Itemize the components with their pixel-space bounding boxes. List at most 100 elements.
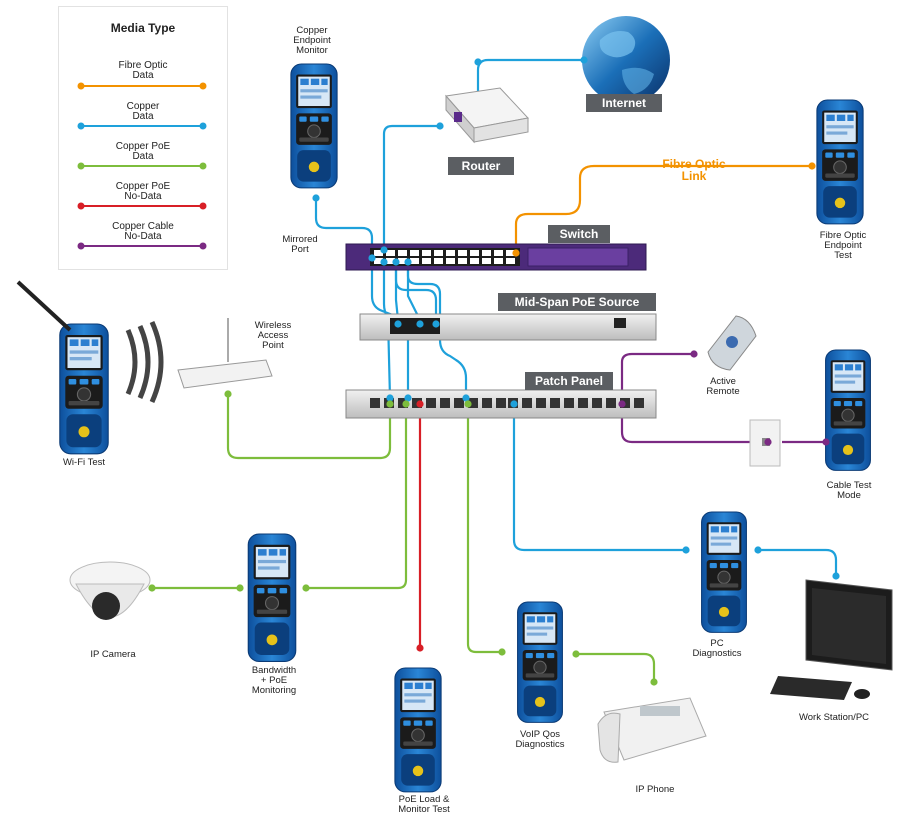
- link-dot: [404, 394, 412, 402]
- link-dot: [572, 650, 580, 658]
- ip-phone-label: IP Phone: [635, 784, 675, 795]
- patch-port: [496, 398, 506, 408]
- link-dot: [386, 394, 394, 402]
- switch-port: [422, 250, 431, 256]
- switch-port: [458, 250, 467, 256]
- patch-port: [454, 398, 464, 408]
- switch-port: [434, 250, 443, 256]
- link-dot: [302, 584, 310, 592]
- router-front: [473, 117, 529, 143]
- bandwidth-tester: [247, 533, 297, 662]
- switch-port: [482, 258, 491, 264]
- wifi-wave-icon: [149, 320, 164, 404]
- phone-display: [640, 706, 680, 716]
- voip-label: VoIP Qos Diagnostics: [515, 729, 565, 750]
- patch-pc-link: [512, 398, 686, 552]
- pc-diagnostics-tester: [701, 511, 747, 633]
- legend-dot: [77, 242, 85, 250]
- link-dot: [808, 162, 816, 170]
- cable-test-tester: [825, 349, 871, 471]
- link-dot: [580, 56, 588, 64]
- switch-port: [494, 258, 503, 264]
- legend-title: Media Type: [110, 21, 176, 35]
- copper-endpoint-tester: [290, 63, 338, 189]
- legend-dot: [77, 202, 85, 210]
- globe-icon: [582, 16, 670, 104]
- connection-points: [148, 56, 840, 686]
- link-dot: [690, 350, 698, 358]
- switch-port: [482, 250, 491, 256]
- link-dot: [368, 254, 376, 262]
- midspan-tag: Mid-Span PoE Source: [498, 293, 656, 311]
- voip-tester: [517, 601, 563, 723]
- link-dot: [236, 584, 244, 592]
- link-dot: [682, 546, 690, 554]
- link-dot: [822, 438, 830, 446]
- link-dot: [510, 400, 518, 408]
- switch-port: [458, 258, 467, 264]
- ip-camera-label: IP Camera: [90, 649, 136, 660]
- legend-dot: [77, 122, 85, 130]
- fibre-endpoint-tester: [816, 99, 864, 225]
- switch-port: [506, 258, 515, 264]
- legend-dot: [199, 122, 207, 130]
- switch-port: [446, 258, 455, 264]
- link-dot: [392, 258, 400, 266]
- link-dot: [386, 400, 394, 408]
- patch-port: [606, 398, 616, 408]
- globe-land: [622, 67, 654, 94]
- fibre-link: [514, 164, 812, 253]
- globe-land: [599, 31, 636, 58]
- switch-port: [470, 250, 479, 256]
- patch-port: [578, 398, 588, 408]
- link-dot: [436, 122, 444, 130]
- switch-port: [410, 258, 419, 264]
- midspan-ports: [390, 318, 440, 334]
- wifi-test-label: Wi-Fi Test: [62, 457, 106, 468]
- switch-port: [506, 250, 515, 256]
- media-type-legend: Media Type Fibre Optic Data Copper Data …: [58, 6, 228, 270]
- copper-endpoint-label: Copper Endpoint Monitor: [293, 25, 331, 56]
- switch-port: [374, 250, 383, 256]
- switch-port: [410, 250, 419, 256]
- patch-panel-tag: Patch Panel: [525, 372, 613, 390]
- switch-port: [398, 258, 407, 264]
- poe-load-tester: [394, 667, 442, 793]
- bandwidth-label: Bandwidth + PoE Monitoring: [251, 665, 297, 696]
- wifi-wave-icon: [125, 328, 138, 396]
- internet-tag: Internet: [586, 94, 662, 112]
- router-internet-link: [476, 58, 584, 92]
- fibre-endpoint-label: Fibre Optic Endpoint Test: [819, 230, 867, 261]
- link-dot: [764, 438, 772, 446]
- patch-port: [550, 398, 560, 408]
- patch-port: [536, 398, 546, 408]
- router-switch-link: [382, 124, 440, 250]
- mirrored-port-label: Mirrored Port: [282, 234, 318, 255]
- keyboard-icon: [770, 676, 852, 700]
- legend-dot: [77, 162, 85, 170]
- link-dot: [754, 546, 762, 554]
- link-dot: [416, 320, 424, 328]
- wireless-ap-label: Wireless Access Point: [254, 320, 292, 351]
- switch-port: [374, 258, 383, 264]
- patch-port: [426, 398, 436, 408]
- pc-workstation-link: [758, 548, 838, 576]
- patch-port: [482, 398, 492, 408]
- voip-poe-link: [466, 404, 502, 654]
- link-dot: [402, 400, 410, 408]
- patch-port: [440, 398, 450, 408]
- link-dot: [394, 320, 402, 328]
- poe-load-label: PoE Load & Monitor Test: [398, 794, 450, 815]
- switch-port: [398, 250, 407, 256]
- phone-handset: [597, 712, 621, 763]
- switch-port: [434, 258, 443, 264]
- patch-port: [592, 398, 602, 408]
- legend-label-copper-poe: Copper PoE Data: [115, 141, 171, 162]
- midspan-switch: [614, 318, 626, 328]
- pc-diagnostics-label: PC Diagnostics: [692, 638, 742, 659]
- switch-port: [386, 258, 395, 264]
- link-dot: [462, 394, 470, 402]
- legend-dot: [77, 82, 85, 90]
- link-dot: [432, 320, 440, 328]
- wifi-wave-icon: [137, 324, 151, 400]
